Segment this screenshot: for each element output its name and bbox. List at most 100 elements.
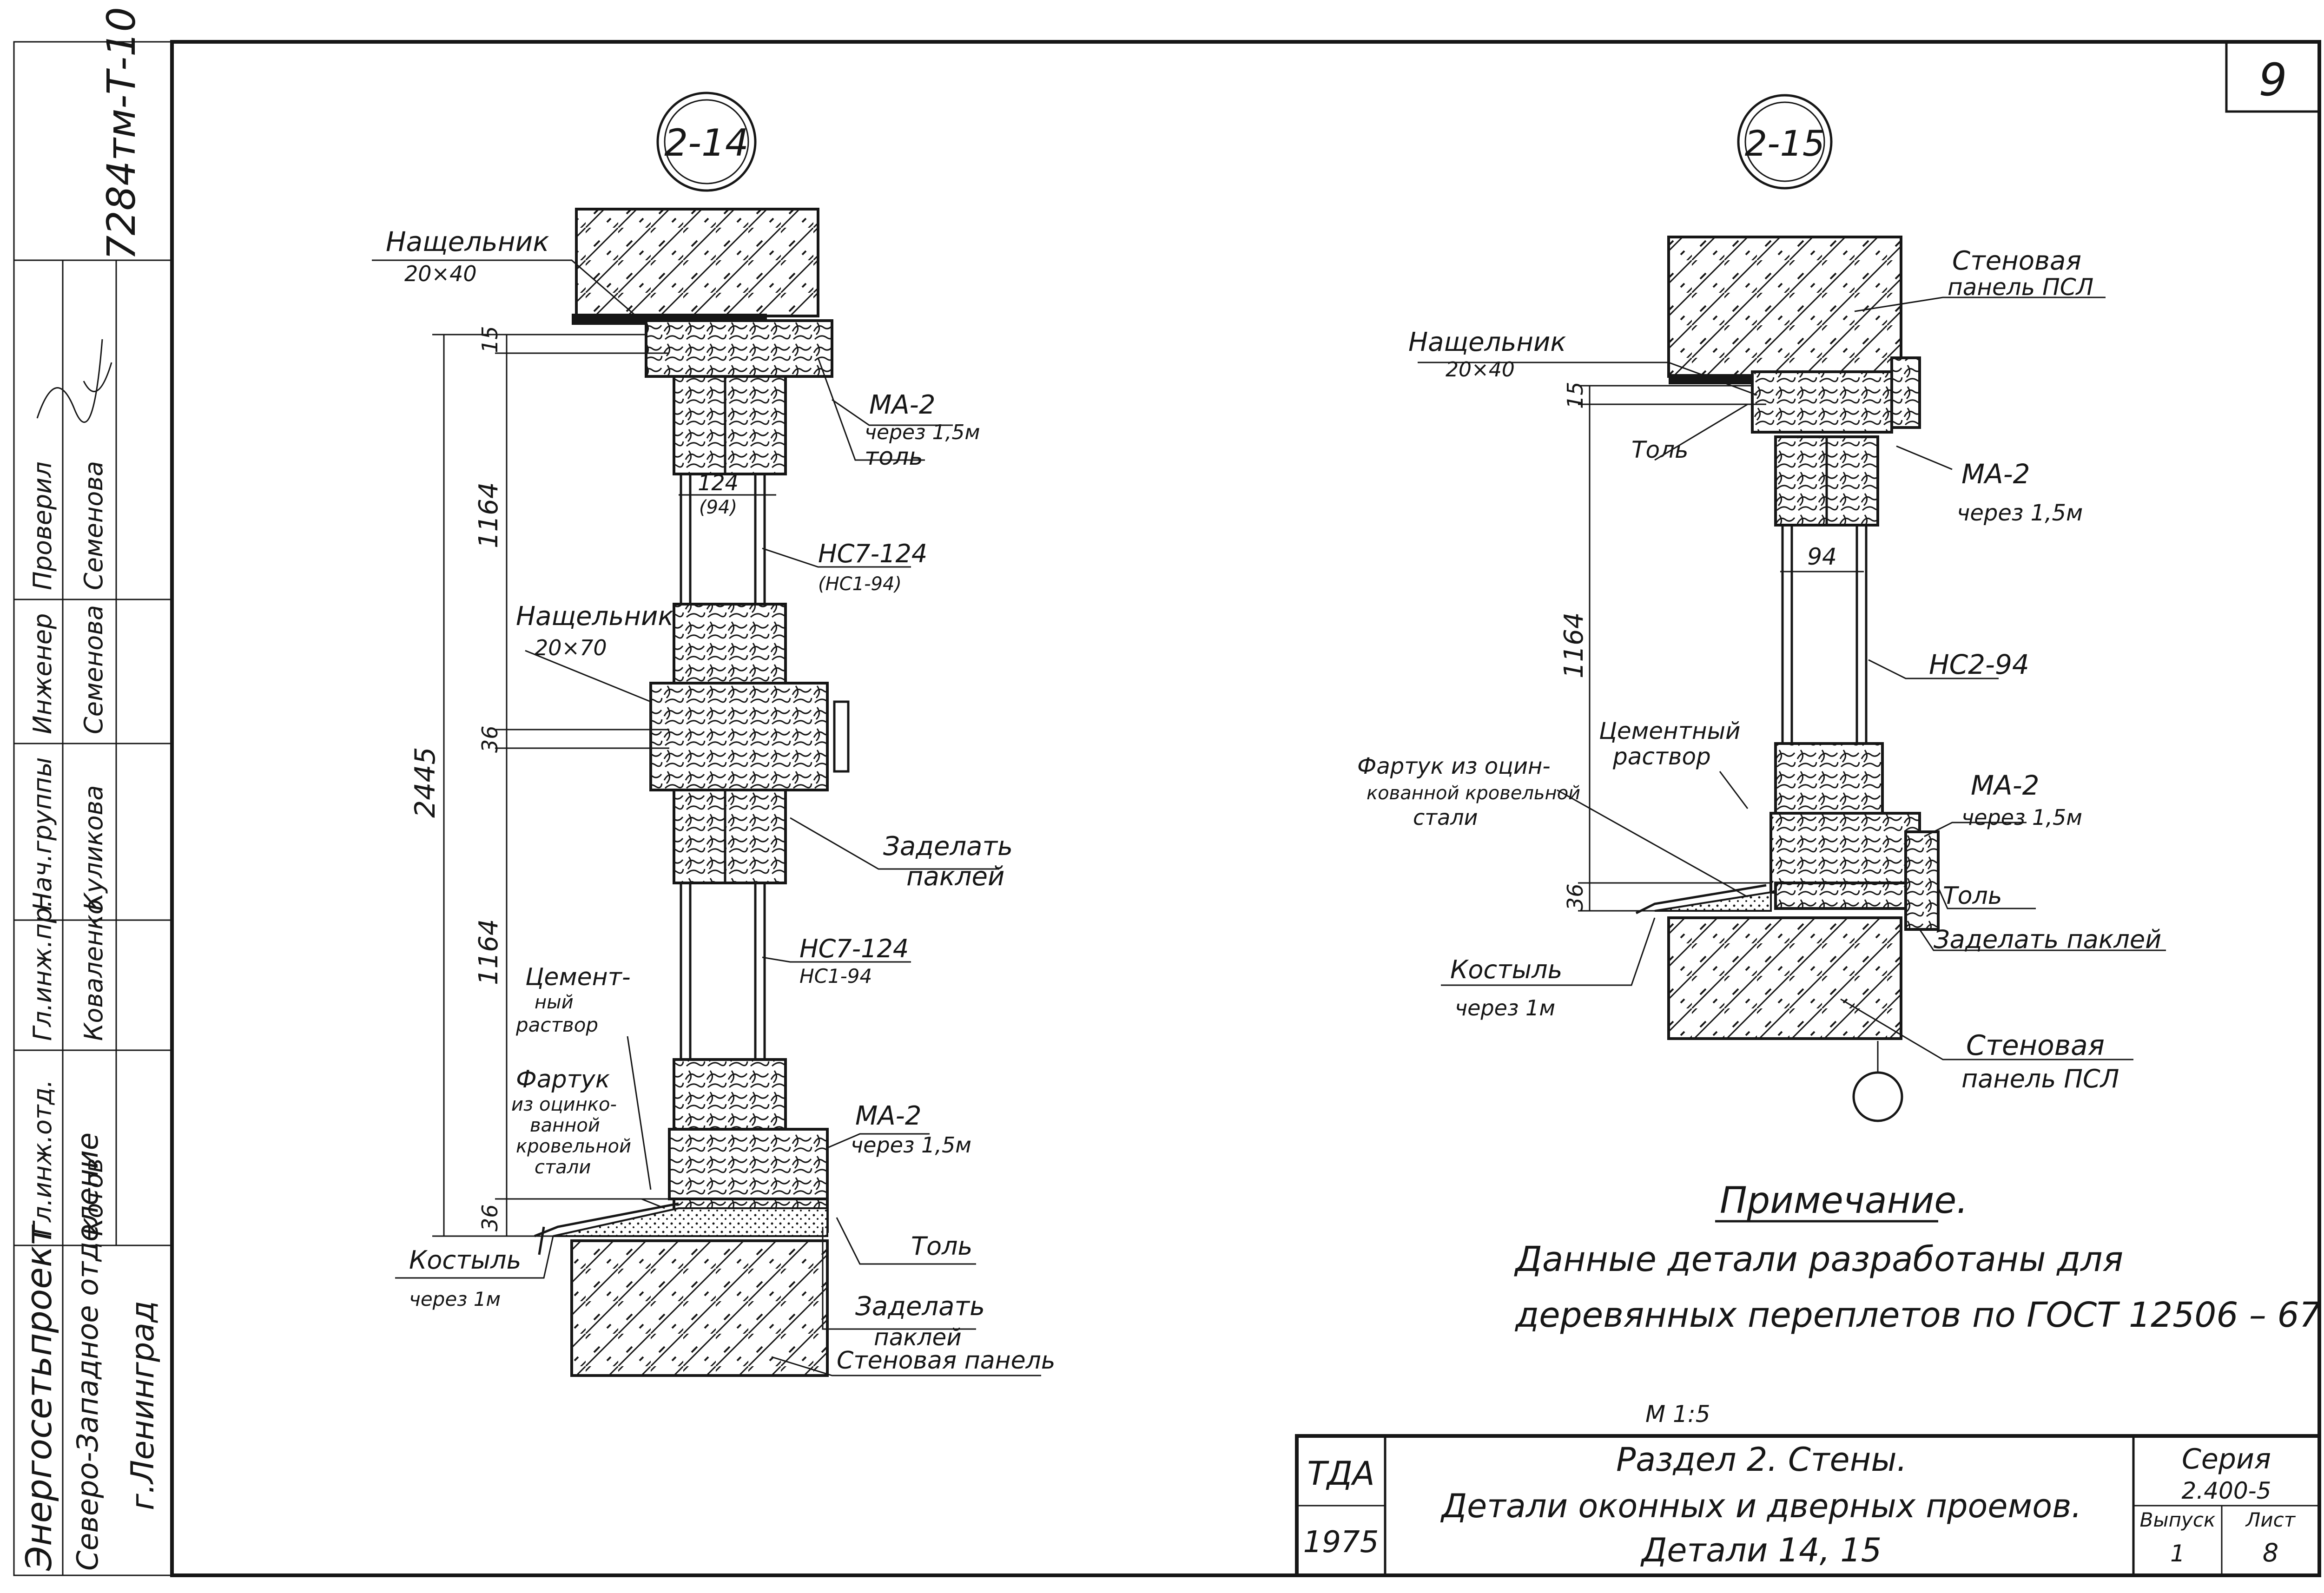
note-block: Примечание. Данные детали разработаны дл… (1514, 1180, 2321, 1335)
label-tol-top: Толь (1631, 436, 1689, 463)
sheet-number-box: 9 (2225, 40, 2321, 113)
kostyl-anchor (538, 1226, 545, 1255)
label-fartuk-2: из оцинко- (511, 1094, 617, 1115)
stamp-organization-branch: Северо-Западное отделение (71, 1132, 105, 1571)
label-zadelat: Заделать паклей (1934, 925, 2161, 954)
title-block: ТДА 1975 Раздел 2. Стены. Детали оконных… (1295, 1434, 2321, 1577)
label-kostyl: Костыль (1450, 955, 1563, 984)
sash-lower (1774, 742, 1884, 819)
stamp-name: Куликова (79, 785, 108, 911)
label-kostyl-step: через 1м (409, 1288, 501, 1310)
label-panel-bot-2: панель ПСЛ (1961, 1064, 2119, 1093)
label-fartuk-1: Фартук из оцин- (1357, 753, 1551, 779)
label-kostyl: Костыль (409, 1245, 522, 1275)
side-stamp: 7284тм-Т-10 Энергосетьпроект Северо-Запа… (14, 7, 172, 1575)
note-title: Примечание. (1720, 1180, 1968, 1222)
dim-36: 36 (1563, 883, 1588, 911)
label-ma2-bot: МА-2 (1971, 770, 2040, 801)
mortar-bed (553, 1207, 828, 1237)
label-ma2-bot: МА-2 (855, 1101, 921, 1131)
label-cement-2: ный (535, 992, 574, 1013)
axis-marker (1852, 1071, 1903, 1122)
detail-id: 2-15 (1745, 123, 1825, 164)
frame-head (645, 319, 833, 378)
label-panel: Стеновая панель (837, 1347, 1055, 1375)
issue-label: Выпуск (2140, 1508, 2216, 1531)
detail-id: 2-14 (664, 121, 749, 165)
dim-15: 15 (477, 326, 502, 353)
stamp-organization-city: г.Ленинград (125, 1301, 161, 1510)
label-fartuk-3: ванной (530, 1115, 600, 1136)
label-fartuk-5: стали (535, 1157, 591, 1178)
stamp-role: Гл.инж.отд. (28, 1080, 57, 1236)
dim-94: 94 (1807, 543, 1837, 570)
title-code: ТДА (1307, 1455, 1374, 1493)
label-hs1-top: (НС1-94) (818, 573, 902, 595)
label-nashchelnik-top: Нащельник (386, 226, 549, 257)
detail-2-15: 2-15 15 1164 36 94 (1357, 94, 2166, 1122)
detail-2-14: 2-14 (372, 92, 1055, 1377)
inner-frame (170, 40, 2321, 1577)
label-paklei-bot: паклей (874, 1324, 962, 1351)
title-year: 1975 (1303, 1525, 1379, 1560)
wall-panel-top (1667, 236, 1902, 378)
note-line-1: Данные детали разработаны для (1514, 1239, 2123, 1279)
label-zadelat-mid: Заделать (883, 831, 1013, 862)
label-tol-bot: Толь (911, 1231, 972, 1261)
label-cement-2: раствор (1612, 743, 1711, 770)
title-line-3: Детали 14, 15 (1640, 1531, 1882, 1569)
issue-value: 1 (2170, 1540, 2185, 1567)
label-cement-1: Цемент- (525, 963, 631, 991)
dim-1164-top: 1164 (474, 482, 504, 548)
title-line-1: Раздел 2. Стены. (1616, 1441, 1907, 1479)
label-paklei-mid: паклей (906, 862, 1004, 892)
label-panel-top-2: панель ПСЛ (1948, 274, 2093, 301)
stamp-role: Проверил (28, 461, 57, 590)
tow-packing (1774, 882, 1907, 910)
title-line-2: Детали оконных и дверных проемов. (1440, 1487, 2081, 1525)
dim-124: 124 (698, 470, 739, 495)
label-fartuk-1: Фартук (516, 1066, 610, 1093)
dim-1164: 1164 (1559, 612, 1589, 678)
wall-panel-bottom (1667, 916, 1902, 1040)
sill (668, 1128, 829, 1200)
dim-total: 2445 (409, 747, 442, 818)
mortar-bed (1654, 891, 1772, 912)
frame-head (1751, 370, 1893, 434)
label-cement-1: Цементный (1599, 718, 1741, 744)
sash-bottom-upper (673, 789, 787, 884)
dim-36-bot: 36 (477, 1204, 502, 1231)
dim-36-mid: 36 (477, 725, 502, 753)
signature-mark (36, 339, 112, 423)
stamp-role: Инженер (28, 613, 57, 734)
label-cement-3: раствор (515, 1014, 598, 1036)
label-ma2-top: МА-2 (1961, 458, 2030, 490)
sash-top-upper (673, 375, 787, 475)
sheet-value: 8 (2263, 1538, 2278, 1567)
flashing-apron (1635, 884, 1767, 915)
sheet-label: Лист (2245, 1508, 2296, 1531)
stamp-name: Семенова (79, 605, 108, 734)
wall-panel-bottom (570, 1239, 829, 1377)
label-panel-top-1: Стеновая (1952, 246, 2081, 276)
label-ma2-top: МА-2 (869, 390, 935, 420)
label-ma2-bot-step: через 1,5м (1961, 805, 2082, 830)
label-tol-bot: Толь (1943, 882, 2002, 910)
label-hs7-bot: НС7-124 (799, 934, 909, 963)
label-kostyl-step: через 1м (1455, 995, 1555, 1020)
label-hs2: НС2-94 (1929, 649, 2029, 680)
wall-panel-top (575, 208, 819, 317)
label-nashchelnik-mid-size: 20×70 (535, 635, 607, 660)
dim-94: (94) (699, 497, 737, 518)
series-label: Серия (2182, 1443, 2271, 1475)
stamp-role: Гл.инж.пр. (28, 899, 57, 1041)
sill (1769, 812, 1921, 894)
label-hs7-top: НС7-124 (818, 539, 927, 568)
detail-callout-2-14 (656, 92, 757, 192)
scale-label: М 1:5 (1645, 1401, 1710, 1428)
transom (649, 682, 829, 791)
label-panel-bot-1: Стеновая (1966, 1029, 2105, 1062)
dim-15: 15 (1563, 382, 1588, 409)
label-fartuk-2: кованной кровельной (1367, 783, 1580, 804)
